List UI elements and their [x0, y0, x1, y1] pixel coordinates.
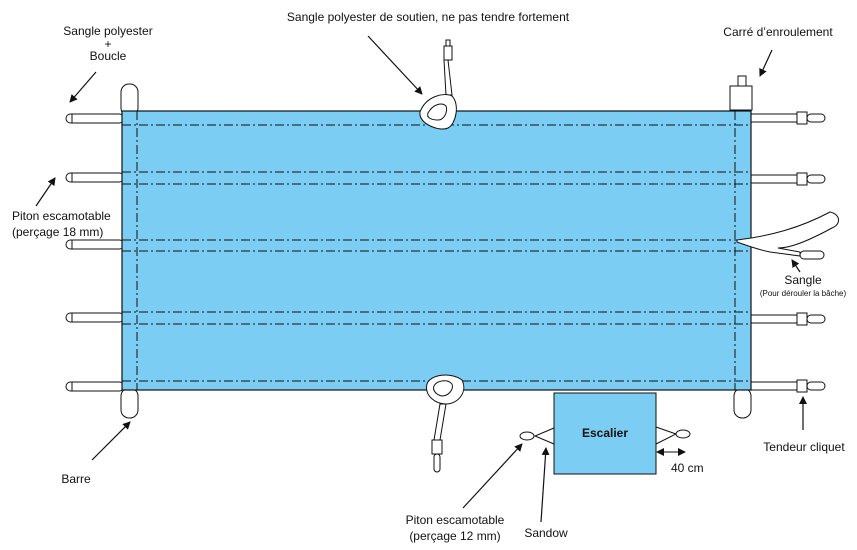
top-support-strap [419, 39, 457, 130]
left-straps [65, 113, 125, 392]
label-barre: Barre [61, 472, 91, 486]
label-sangle-polyester: Sangle polyester [63, 24, 152, 38]
arrow-icon [69, 71, 97, 103]
label-sangle-right: Sangle [784, 273, 822, 287]
stair-label: Escalier [582, 426, 628, 440]
arrow-icon [367, 35, 423, 95]
arrow-icon [462, 443, 523, 509]
stair-box [553, 392, 657, 475]
label-sangle-soutien: Sangle polyester de soutien, ne pas tend… [287, 10, 570, 24]
label-piton-18: Piton escamotable [12, 209, 111, 223]
arrow-icon [540, 447, 550, 523]
arrow-icon [35, 177, 56, 207]
label-piton-12: Piton escamotable [406, 513, 505, 527]
label-piton-18-percage: (perçage 18 mm) [12, 225, 103, 239]
bottom-support-strap [426, 374, 465, 473]
dimension-label: 40 cm [671, 461, 704, 475]
left-strap-5 [65, 381, 125, 392]
label-sandow: Sandow [524, 526, 568, 540]
right-unroll-strap [736, 211, 839, 260]
label-sangle-polyester-plus: + [104, 37, 111, 51]
left-strap-2 [65, 172, 125, 183]
label-sangle-right-sub: (Pour dérouler la bâche) [760, 289, 847, 298]
left-strap-3 [65, 239, 125, 250]
arrow-icon [91, 421, 131, 461]
winding-square [729, 75, 753, 111]
label-carre-enroulement: Carré d’enroulement [723, 25, 833, 39]
right-tensioner-2 [749, 172, 826, 186]
right-tensioner-1 [749, 111, 826, 125]
stair-sandows [519, 426, 691, 445]
arrow-icon [759, 49, 773, 77]
right-tensioner-4 [749, 379, 826, 393]
label-boucle: Boucle [90, 49, 127, 63]
arrow-icon [791, 259, 801, 273]
left-strap-4 [65, 312, 125, 323]
left-strap-1 [65, 113, 125, 124]
leader-arrows [35, 35, 807, 523]
label-piton-12-percage: (perçage 12 mm) [409, 529, 500, 543]
right-tensioner-3 [749, 312, 826, 326]
label-tendeur-cliquet: Tendeur cliquet [763, 440, 845, 454]
